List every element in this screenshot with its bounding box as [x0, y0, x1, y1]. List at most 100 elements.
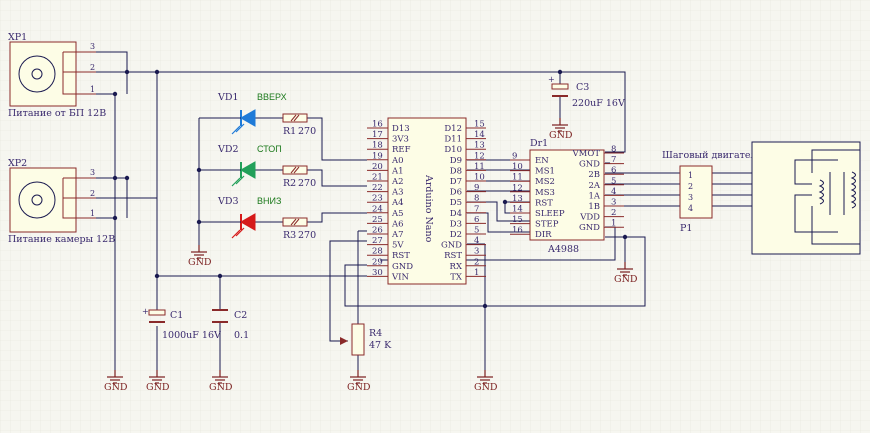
arduino-pin-name: REF	[392, 145, 411, 155]
arduino-pin-name: 3V3	[392, 135, 409, 145]
driver-pin-name: 1A	[588, 191, 600, 201]
driver-pin-name: RST	[535, 198, 553, 208]
arduino-pin-name: GND	[392, 262, 413, 272]
arduino-pin-number: 24	[372, 204, 383, 214]
driver-pin-number: 4	[611, 187, 616, 197]
c3-plus: +	[548, 75, 555, 84]
driver-pin-number: 3	[611, 198, 616, 208]
arduino-pin-name: D6	[450, 188, 462, 198]
connector-xp2: XP2 Питание камеры 12В 3 2 1	[8, 158, 115, 245]
arduino-pin-number: 13	[474, 141, 485, 151]
arduino-pin-name: RST	[444, 251, 462, 261]
arduino-pin-name: D12	[444, 124, 462, 134]
gnd-label: GND	[104, 382, 128, 393]
ground-symbols: GND GND GND GND GND GND GND GND	[104, 117, 638, 393]
xp1-name: Питание от БП 12В	[8, 108, 106, 119]
driver-pin-name: GND	[579, 223, 600, 233]
arduino-pin-number: 30	[372, 268, 383, 278]
gnd-label: GND	[614, 274, 638, 285]
arduino-pin-name: D8	[450, 166, 462, 176]
driver-pin-name: VMOT	[572, 149, 601, 159]
resistor-ref: R3	[283, 230, 296, 241]
gnd-label: GND	[549, 130, 573, 141]
arduino-pin-name: 5V	[392, 241, 404, 251]
motor-label: Шаговый двигатель	[662, 150, 762, 161]
r4-value: 47 K	[369, 340, 392, 351]
arduino-pin-name: GND	[441, 241, 462, 251]
arduino-pin-name: A2	[391, 177, 404, 187]
arduino-pin-name: D3	[450, 219, 462, 229]
arduino-pin-number: 19	[372, 151, 383, 161]
arduino-pin-name: A6	[391, 219, 404, 229]
driver-name: A4988	[547, 244, 579, 255]
driver-pin-name: DIR	[535, 230, 552, 240]
arduino-pin-number: 11	[474, 162, 485, 172]
connector-p1: 1 2 3 4 P1	[679, 165, 713, 234]
driver-pin-number: 9	[512, 152, 517, 162]
arduino-pin-number: 20	[372, 162, 383, 172]
led-ref: VD1	[217, 92, 239, 103]
p1-pin-2: 2	[688, 182, 693, 191]
arduino-pin-number: 14	[474, 130, 485, 140]
capacitor-c1: + C1 1000uF 16V	[142, 307, 221, 341]
arduino-pin-name: D10	[444, 145, 462, 155]
xp2-pin-2: 2	[90, 189, 95, 198]
driver-pin-number: 6	[611, 166, 616, 176]
c2-ref: C2	[234, 310, 247, 321]
capacitor-c3: + C3 220uF 16V	[548, 75, 625, 109]
arduino-pin-number: 21	[372, 173, 383, 183]
arduino-pin-number: 2	[474, 257, 479, 267]
xp1-pin-3: 3	[90, 42, 95, 51]
led-label: СТОП	[257, 144, 282, 154]
resistor-ref: R2	[283, 178, 296, 189]
p1-pin-3: 3	[688, 193, 693, 202]
c1-ref: C1	[170, 310, 183, 321]
driver-pin-number: 8	[611, 145, 616, 155]
c1-plus: +	[142, 307, 149, 316]
arduino-pin-number: 8	[474, 194, 479, 204]
driver-pin-number: 16	[512, 226, 523, 236]
arduino-pin-name: D13	[392, 124, 410, 134]
xp1-ref: XP1	[8, 32, 27, 43]
xp2-ref: XP2	[8, 158, 27, 169]
arduino-pin-name: RST	[392, 251, 410, 261]
driver-pin-name: 1B	[588, 202, 600, 212]
potentiometer-r4: R4 47 K	[340, 323, 392, 356]
driver-pin-name: SLEEP	[535, 209, 565, 219]
arduino-pin-name: A3	[391, 188, 404, 198]
driver-pin-number: 5	[611, 176, 616, 186]
xp1-pin-2: 2	[90, 63, 95, 72]
driver-pin-number: 15	[512, 215, 523, 225]
arduino-pin-name: D2	[450, 230, 462, 240]
driver-pin-name: GND	[579, 160, 600, 170]
arduino-pin-name: D5	[450, 198, 462, 208]
led-diode-icon	[239, 109, 256, 127]
arduino-pin-name: A0	[391, 156, 404, 166]
driver-pin-number: 2	[611, 208, 616, 218]
driver-pin-number: 12	[512, 183, 523, 193]
resistor-value: 270	[298, 126, 316, 137]
arduino-pin-number: 25	[372, 215, 383, 225]
arduino-pin-number: 29	[372, 257, 383, 267]
arduino-pin-name: A5	[391, 209, 404, 219]
arduino-pin-number: 16	[372, 120, 383, 130]
arduino-pin-name: VIN	[391, 272, 409, 282]
arduino-pin-number: 3	[474, 247, 479, 257]
r4-ref: R4	[369, 328, 382, 339]
led-ref: VD3	[217, 196, 239, 207]
driver-pin-name: 2A	[588, 181, 600, 191]
xp2-pin-3: 3	[90, 168, 95, 177]
xp2-name: Питание камеры 12В	[8, 234, 115, 245]
resistor-icon	[282, 165, 308, 175]
driver-pin-number: 1	[611, 219, 616, 229]
driver-pin-number: 11	[512, 173, 523, 183]
driver-pin-name: VDD	[579, 213, 600, 223]
driver-pin-name: 2B	[588, 170, 600, 180]
arduino-pin-name: D9	[450, 156, 462, 166]
arduino-pin-number: 27	[372, 236, 383, 246]
